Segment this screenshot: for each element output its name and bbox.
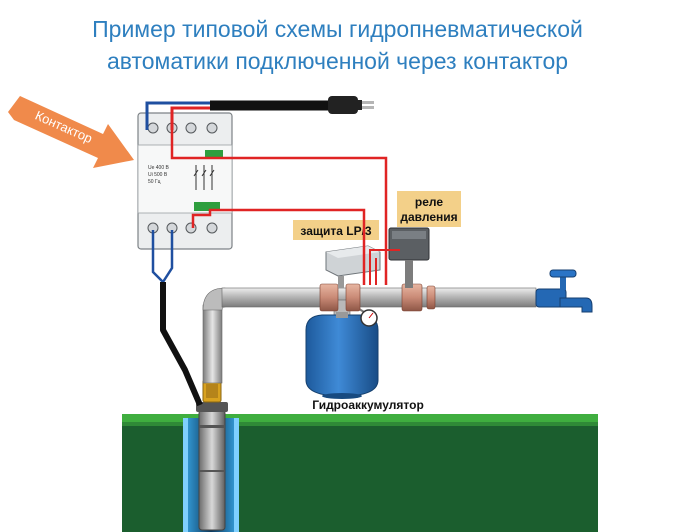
relay-label-line-1: реле <box>415 195 443 209</box>
contactor-spec-1: Ue 400 В <box>148 165 170 171</box>
pump-cable <box>151 230 203 407</box>
accumulator-label: Гидроаккумулятор <box>312 398 424 412</box>
pipe-couplings <box>319 283 436 312</box>
contactor-pointer-arrow <box>8 96 134 168</box>
hydro-accumulator <box>305 312 379 399</box>
main-pipe <box>221 287 537 308</box>
grass-strip <box>122 414 598 422</box>
relay-label-line-2: давления <box>400 210 457 224</box>
riser-pipe <box>202 304 223 384</box>
protection-label: защита LP/3 <box>300 224 372 238</box>
control-wires <box>170 130 400 285</box>
faucet <box>535 269 593 313</box>
diagram-title-line-1: Пример типовой схемы гидропневматической <box>92 16 583 42</box>
contactor-spec-2: Ui 500 В <box>148 172 168 178</box>
contactor-device <box>137 112 233 250</box>
check-valve <box>202 379 222 403</box>
power-plug <box>328 96 374 114</box>
diagram-title-line-2: автоматики подключенной через контактор <box>106 48 569 74</box>
lp3-protection-device <box>325 245 381 288</box>
contactor-spec-3: 50 Гц <box>148 179 161 185</box>
submersible-pump <box>196 402 228 531</box>
protection-label-box <box>293 220 379 240</box>
relay-label-box <box>397 191 461 227</box>
pressure-relay <box>388 227 430 288</box>
power-cable <box>145 100 330 130</box>
